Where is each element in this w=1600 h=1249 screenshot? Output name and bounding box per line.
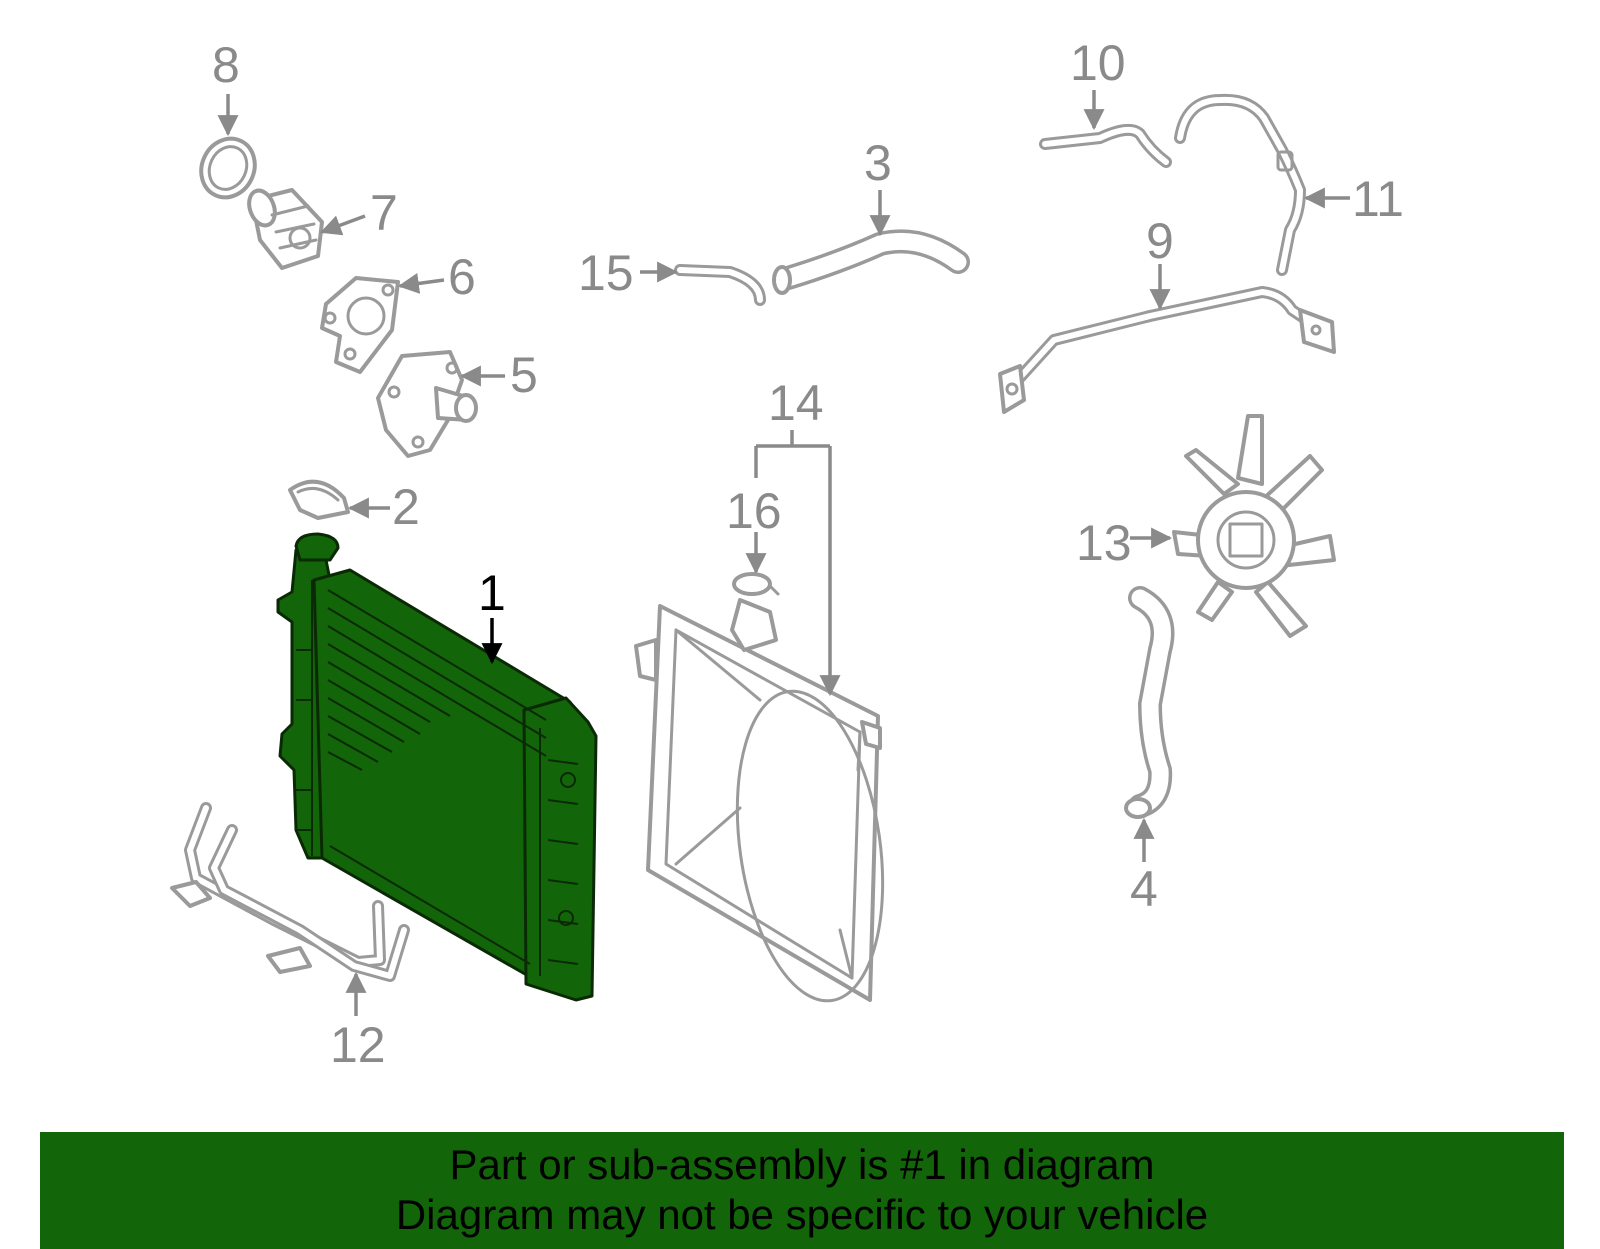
part-3-upper-hose[interactable]	[772, 229, 970, 295]
part-5-water-inlet[interactable]	[376, 350, 478, 458]
callout-15[interactable]: 15	[578, 245, 634, 301]
part-12-support-bracket[interactable]	[170, 802, 410, 982]
part-15-hose[interactable]	[674, 264, 766, 306]
leader-6	[397, 273, 445, 294]
footer-banner: Part or sub-assembly is #1 in diagram Di…	[40, 1132, 1564, 1249]
part-1-radiator[interactable]	[276, 532, 598, 1002]
callout-1[interactable]: 1	[478, 565, 506, 621]
callout-11[interactable]: 11	[1352, 171, 1404, 227]
footer-line-part-info: Part or sub-assembly is #1 in diagram	[449, 1141, 1155, 1188]
part-14-fan-shroud[interactable]	[634, 598, 901, 1010]
part-6-gasket[interactable]	[320, 276, 400, 374]
callout-7[interactable]: 7	[370, 185, 398, 241]
leader-14	[754, 430, 841, 697]
callout-4[interactable]: 4	[1130, 861, 1158, 917]
callout-2[interactable]: 2	[392, 479, 420, 535]
callout-8[interactable]: 8	[212, 37, 240, 93]
part-11-hose[interactable]	[1174, 93, 1306, 276]
part-16-reservoir-cap[interactable]	[732, 572, 780, 596]
callout-16[interactable]: 16	[726, 483, 782, 539]
callout-13[interactable]: 13	[1076, 515, 1132, 571]
callout-14[interactable]: 14	[768, 375, 824, 431]
callout-9[interactable]: 9	[1146, 213, 1174, 269]
part-10-tube[interactable]	[1039, 123, 1172, 168]
part-13-fan[interactable]	[1172, 414, 1336, 638]
callout-12[interactable]: 12	[330, 1017, 386, 1073]
leader-7	[320, 214, 366, 236]
part-2-radiator-cap[interactable]	[288, 479, 350, 520]
callout-10[interactable]: 10	[1070, 35, 1126, 91]
callout-5[interactable]: 5	[510, 347, 538, 403]
footer-line-disclaimer: Diagram may not be specific to your vehi…	[395, 1191, 1209, 1238]
callout-6[interactable]: 6	[448, 249, 476, 305]
part-8-o-ring[interactable]	[192, 130, 264, 206]
callout-3[interactable]: 3	[864, 135, 892, 191]
part-4-lower-hose[interactable]	[1124, 586, 1175, 819]
part-9-pipe[interactable]	[998, 286, 1336, 414]
part-7-thermostat[interactable]	[245, 187, 324, 270]
